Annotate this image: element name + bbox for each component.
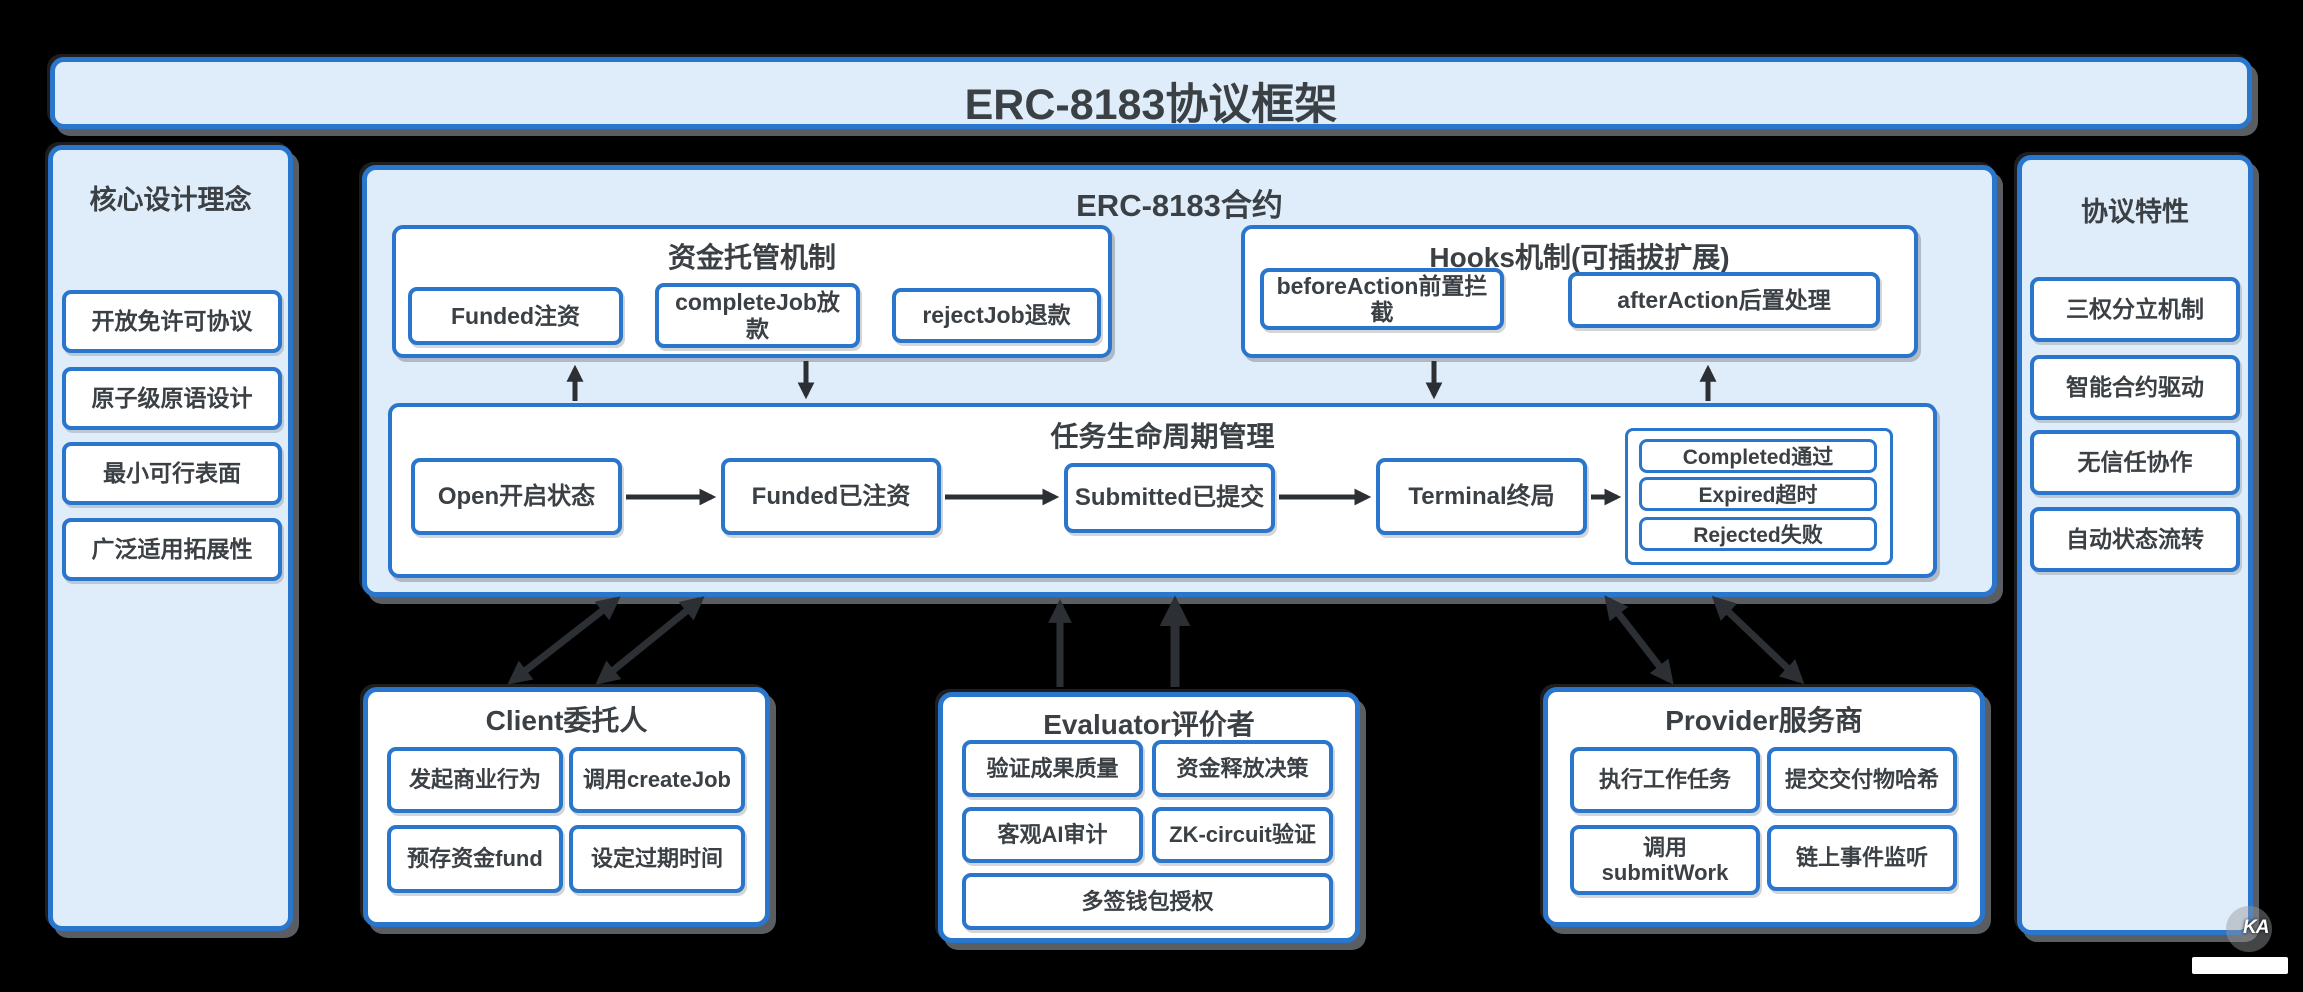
design-principle-item: 开放免许可协议: [62, 290, 282, 353]
protocol-feature-item: 三权分立机制: [2030, 277, 2240, 342]
escrow-section: 资金托管机制 Funded注资 completeJob放款 rejectJob退…: [392, 225, 1112, 358]
outcome-item: Completed通过: [1639, 439, 1877, 473]
page-title: ERC-8183协议框架: [964, 81, 1338, 129]
escrow-item: completeJob放款: [655, 283, 860, 348]
protocol-feature-item: 无信任协作: [2030, 430, 2240, 495]
title-bar: ERC-8183协议框架: [50, 57, 2252, 129]
escrow-title: 资金托管机制: [667, 242, 836, 273]
lifecycle-state: Funded已注资: [721, 458, 941, 535]
protocol-feature-item: 自动状态流转: [2030, 507, 2240, 572]
evaluator-item: 客观AI审计: [962, 807, 1143, 863]
contract-title: ERC-8183合约: [1076, 188, 1283, 223]
actor-client-title: Client委托人: [485, 705, 648, 736]
lifecycle-title: 任务生命周期管理: [1050, 421, 1275, 452]
provider-item: 提交交付物哈希: [1767, 747, 1957, 813]
actor-provider-title: Provider服务商: [1665, 705, 1863, 736]
design-principle-item: 最小可行表面: [62, 442, 282, 505]
evaluator-item: 资金释放决策: [1152, 740, 1333, 797]
arrow-lifecycle-provider-1: [1604, 595, 1674, 685]
arrow-client-lifecycle-2: [595, 596, 705, 685]
actor-client: Client委托人 发起商业行为 调用createJob 预存资金fund 设定…: [363, 687, 770, 927]
evaluator-item: 验证成果质量: [962, 740, 1143, 797]
design-principle-item: 广泛适用拓展性: [62, 518, 282, 581]
arrow-client-lifecycle-1: [507, 596, 621, 685]
client-item: 发起商业行为: [387, 747, 563, 813]
protocol-feature-item: 智能合约驱动: [2030, 355, 2240, 420]
contract-container: ERC-8183合约 资金托管机制 Funded注资 completeJob放款…: [362, 165, 1997, 597]
outcome-item: Rejected失败: [1639, 517, 1877, 551]
left-sidebar-title: 核心设计理念: [89, 185, 252, 215]
client-item: 设定过期时间: [569, 825, 745, 893]
hook-item: beforeAction前置拦截: [1260, 268, 1504, 330]
watermark-badge: KA: [2243, 917, 2269, 938]
watermark-circle: [2226, 906, 2272, 952]
evaluator-item: ZK-circuit验证: [1152, 807, 1333, 863]
right-sidebar: 协议特性 三权分立机制 智能合约驱动 无信任协作 自动状态流转: [2017, 155, 2253, 935]
provider-item: 调用submitWork: [1570, 825, 1760, 895]
evaluator-item: 多签钱包授权: [962, 873, 1333, 930]
hooks-section: Hooks机制(可插拔扩展) beforeAction前置拦截 afterAct…: [1241, 225, 1918, 358]
lifecycle-state: Terminal终局: [1376, 458, 1587, 535]
client-item: 预存资金fund: [387, 825, 563, 893]
design-principle-item: 原子级原语设计: [62, 367, 282, 430]
actor-evaluator-title: Evaluator评价者: [1043, 709, 1255, 740]
right-sidebar-title: 协议特性: [2081, 197, 2189, 227]
watermark-bar: [2192, 957, 2288, 974]
outcome-item: Expired超时: [1639, 477, 1877, 511]
provider-item: 执行工作任务: [1570, 747, 1760, 813]
hook-item: afterAction后置处理: [1568, 272, 1880, 328]
hooks-title: Hooks机制(可插拔扩展): [1429, 242, 1730, 273]
escrow-item: rejectJob退款: [892, 288, 1101, 343]
provider-item: 链上事件监听: [1767, 825, 1957, 891]
left-sidebar: 核心设计理念 开放免许可协议 原子级原语设计 最小可行表面 广泛适用拓展性: [48, 145, 293, 931]
actor-evaluator: Evaluator评价者 验证成果质量 资金释放决策 客观AI审计 ZK-cir…: [938, 692, 1360, 943]
client-item: 调用createJob: [569, 747, 745, 813]
lifecycle-state: Submitted已提交: [1064, 463, 1275, 533]
actor-provider: Provider服务商 执行工作任务 提交交付物哈希 调用submitWork …: [1543, 687, 1985, 927]
lifecycle-state: Open开启状态: [411, 458, 622, 535]
lifecycle-section: 任务生命周期管理 Open开启状态 Funded已注资 Submitted已提交…: [388, 403, 1937, 578]
escrow-item: Funded注资: [408, 287, 623, 345]
arrow-lifecycle-provider-2: [1711, 595, 1805, 685]
